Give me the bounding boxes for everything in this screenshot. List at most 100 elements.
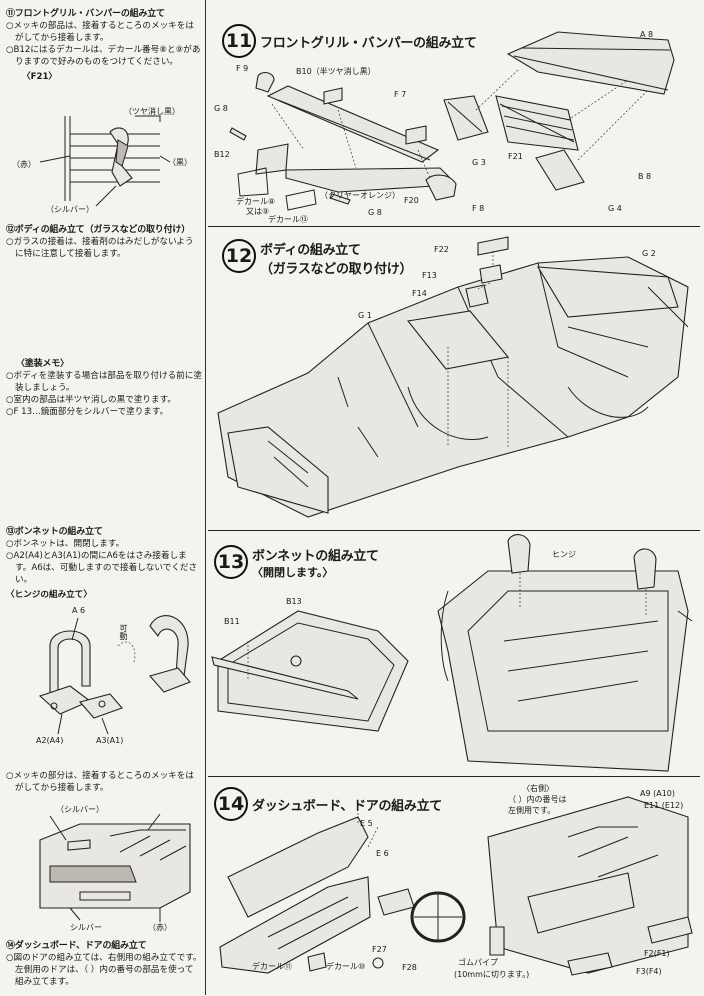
section-11-line-1: ○メッキの部品は、接着するところのメッキをはがしてから接着します。 [6, 21, 194, 43]
part-b13: B13 [286, 597, 302, 606]
part-f20: F20 [404, 196, 419, 205]
part-g8-bottom: G 8 [368, 208, 382, 217]
label-a2-a4: A2(A4) [36, 736, 64, 745]
step-11-panel: 11 フロントグリル・バンパーの組み立て A 8 F 9 B10（半ツヤ消し黒）… [208, 0, 700, 226]
part-f9: F 9 [236, 64, 249, 73]
step-11-heading: フロントグリル・バンパーの組み立て [260, 35, 477, 51]
part-f8: F 8 [472, 204, 485, 213]
step-13-heading: ボンネットの組み立て [252, 549, 379, 564]
part-f13: F13 [422, 271, 437, 280]
part-e6: E 6 [376, 849, 389, 858]
step-14-panel: 14 ダッシュボード、ドアの組み立て 〈右側〉 （ ）内の番号は 左側用です。 … [208, 776, 700, 996]
chrome-note: ○メッキの部分は、接着するところのメッキをはがしてから接着します。 [6, 770, 202, 794]
step-12-panel: 12 ボディの組み立て （ガラスなどの取り付け） F22 G 2 F13 F14… [208, 226, 700, 527]
section-12-heading: ⑫ボディの組み立て（ガラスなどの取り付け） [6, 225, 190, 235]
part-g2: G 2 [642, 249, 656, 258]
paint-memo-line-2: ○室内の部品は半ツヤ消しの黒で塗ります。 [6, 395, 176, 405]
part-decal-13: デカール⑬ [268, 215, 308, 224]
section-11-heading: ⑪フロントグリル・バンパーの組み立て [6, 9, 165, 19]
step-13-subheading: 〈開閉します。〉 [252, 566, 334, 579]
step-11-illustration [229, 31, 675, 211]
part-f2-f1: F2(F1) [644, 949, 670, 958]
part-b11: B11 [224, 617, 240, 626]
part-e5: E 5 [360, 819, 373, 828]
f21-subheading: 〈F21〉 [22, 72, 58, 82]
step-13-number: 13 [214, 545, 248, 579]
hinge-diagram: A 6 可動 A2(A4) A3(A1) [10, 606, 200, 761]
part-a8: A 8 [640, 30, 654, 39]
section-14-line-1: ○図のドアの組み立ては、右側用の組み立てです。左側用のドアは、（ ）内の番号の部… [6, 953, 202, 987]
section-13-line-1: ○ボンネットは、開閉します。 [6, 539, 125, 549]
step-12-illustration [217, 236, 689, 518]
part-b10: B10（半ツヤ消し黒） [296, 67, 376, 76]
part-f27: F27 [372, 945, 387, 954]
section-14-heading: ⑭ダッシュボード、ドアの組み立て [6, 941, 147, 951]
section-13-line-2: ○A2(A4)とA3(A1)の間にA6をはさみ接着します。A6は、可動しますので… [6, 551, 198, 585]
part-a9-a10: A9 (A10) [640, 789, 675, 798]
f21-paint-diagram: （ツヤ消し黒） （赤） （黒） （シルバー） [10, 106, 200, 216]
part-b12: B12 [214, 150, 230, 159]
step-11-title: 11 フロントグリル・バンパーの組み立て [222, 24, 477, 58]
part-clear-orange: （クリヤーオレンジ） [320, 191, 400, 200]
label-black: （黒） [168, 158, 192, 167]
label-silver-bottom: シルバー [70, 923, 102, 932]
hinge-subheading: 〈ヒンジの組み立て〉 [6, 590, 92, 600]
step-12-heading: ボディの組み立て [260, 243, 361, 258]
part-f7: F 7 [394, 90, 407, 99]
label-a3-a1: A3(A1) [96, 736, 124, 745]
part-g1: G 1 [358, 311, 372, 320]
part-g3: G 3 [472, 158, 486, 167]
step-11-number: 11 [222, 24, 256, 58]
instructions-column: ⑪フロントグリル・バンパーの組み立て ○メッキの部品は、接着するところのメッキを… [0, 0, 205, 995]
label-a6: A 6 [72, 606, 86, 615]
section-12-text: ⑫ボディの組み立て（ガラスなどの取り付け） ○ガラスの接着は、接着剤のはみだしが… [6, 224, 202, 260]
label-silver-top: （シルバー） [56, 805, 104, 814]
part-decal-10: デカール⑩ [326, 962, 366, 971]
step-14-title: 14 ダッシュボード、ドアの組み立て [214, 787, 442, 821]
part-b8: B 8 [638, 172, 652, 181]
part-g8-left: G 8 [214, 104, 228, 113]
paint-memo-line-3: ○F 13…鏡面部分をシルバーで塗ります。 [6, 407, 169, 417]
section-11-text: ⑪フロントグリル・バンパーの組み立て ○メッキの部品は、接着するところのメッキを… [6, 8, 202, 83]
part-hinge: ヒンジ [552, 550, 576, 559]
part-decal-8: デカール⑧ [236, 197, 276, 206]
label-silver: （シルバー） [46, 205, 94, 214]
side-note-right: 〈右側〉 [522, 784, 554, 793]
step-14-number: 14 [214, 787, 248, 821]
side-note-line-2: 左側用です。 [508, 806, 556, 815]
step-14-illustration [219, 796, 693, 976]
part-cut-10mm: (10mmに切ります。) [454, 970, 530, 979]
part-f28: F28 [402, 963, 417, 972]
part-rubber-pipe: ゴムパイプ [458, 958, 498, 967]
paint-memo-heading: 〈塗装メモ〉 [16, 359, 69, 369]
part-f21: F21 [508, 152, 523, 161]
side-note-line-1: （ ）内の番号は [508, 795, 567, 804]
section-13-text: ⑬ボンネットの組み立て ○ボンネットは、開閉します。 ○A2(A4)とA3(A1… [6, 526, 202, 601]
step-13-panel: 13 ボンネットの組み立て 〈開閉します。〉 ヒンジ B13 B11 [208, 530, 700, 777]
part-g4: G 4 [608, 204, 622, 213]
section-14-text: ⑭ダッシュボード、ドアの組み立て ○図のドアの組み立ては、右側用の組み立てです。… [6, 940, 202, 988]
part-decal-9: 又は⑨ [246, 207, 270, 216]
section-13-heading: ⑬ボンネットの組み立て [6, 527, 103, 537]
section-12-line-1: ○ガラスの接着は、接着剤のはみだしがないように特に注意して接着します。 [6, 237, 194, 259]
paint-memo-line-1: ○ボディを塗装する場合は部品を取り付ける前に塗装しましょう。 [6, 371, 202, 393]
section-11-line-2: ○B12にはるデカールは、デカール番号⑧と⑨がありますので好みのものをつけてくだ… [6, 45, 201, 67]
part-e11-e12: E11 (E12) [644, 801, 684, 810]
step-12-number: 12 [222, 239, 256, 273]
chrome-note-line-1: ○メッキの部分は、接着するところのメッキをはがしてから接着します。 [6, 771, 194, 793]
label-red-door: （赤） [148, 923, 172, 932]
part-f22: F22 [434, 245, 449, 254]
step-12-title: 12 ボディの組み立て （ガラスなどの取り付け） [222, 239, 412, 277]
column-divider [205, 0, 206, 995]
paint-memo-text: 〈塗装メモ〉 ○ボディを塗装する場合は部品を取り付ける前に塗装しましょう。 ○室… [6, 358, 202, 418]
step-14-side-note: 〈右側〉 （ ）内の番号は 左側用です。 [508, 783, 567, 816]
door-panel-paint-diagram: （シルバー） シルバー （赤） [10, 796, 200, 938]
step-12-subheading: （ガラスなどの取り付け） [260, 262, 413, 277]
part-decal-11: デカール⑪ [252, 962, 292, 971]
label-movable: 可動 [119, 624, 128, 640]
label-red: （赤） [12, 160, 36, 169]
step-13-illustration [211, 534, 693, 772]
part-f14: F14 [412, 289, 427, 298]
step-14-heading: ダッシュボード、ドアの組み立て [252, 798, 442, 814]
step-13-title: 13 ボンネットの組み立て 〈開閉します。〉 [214, 545, 379, 580]
